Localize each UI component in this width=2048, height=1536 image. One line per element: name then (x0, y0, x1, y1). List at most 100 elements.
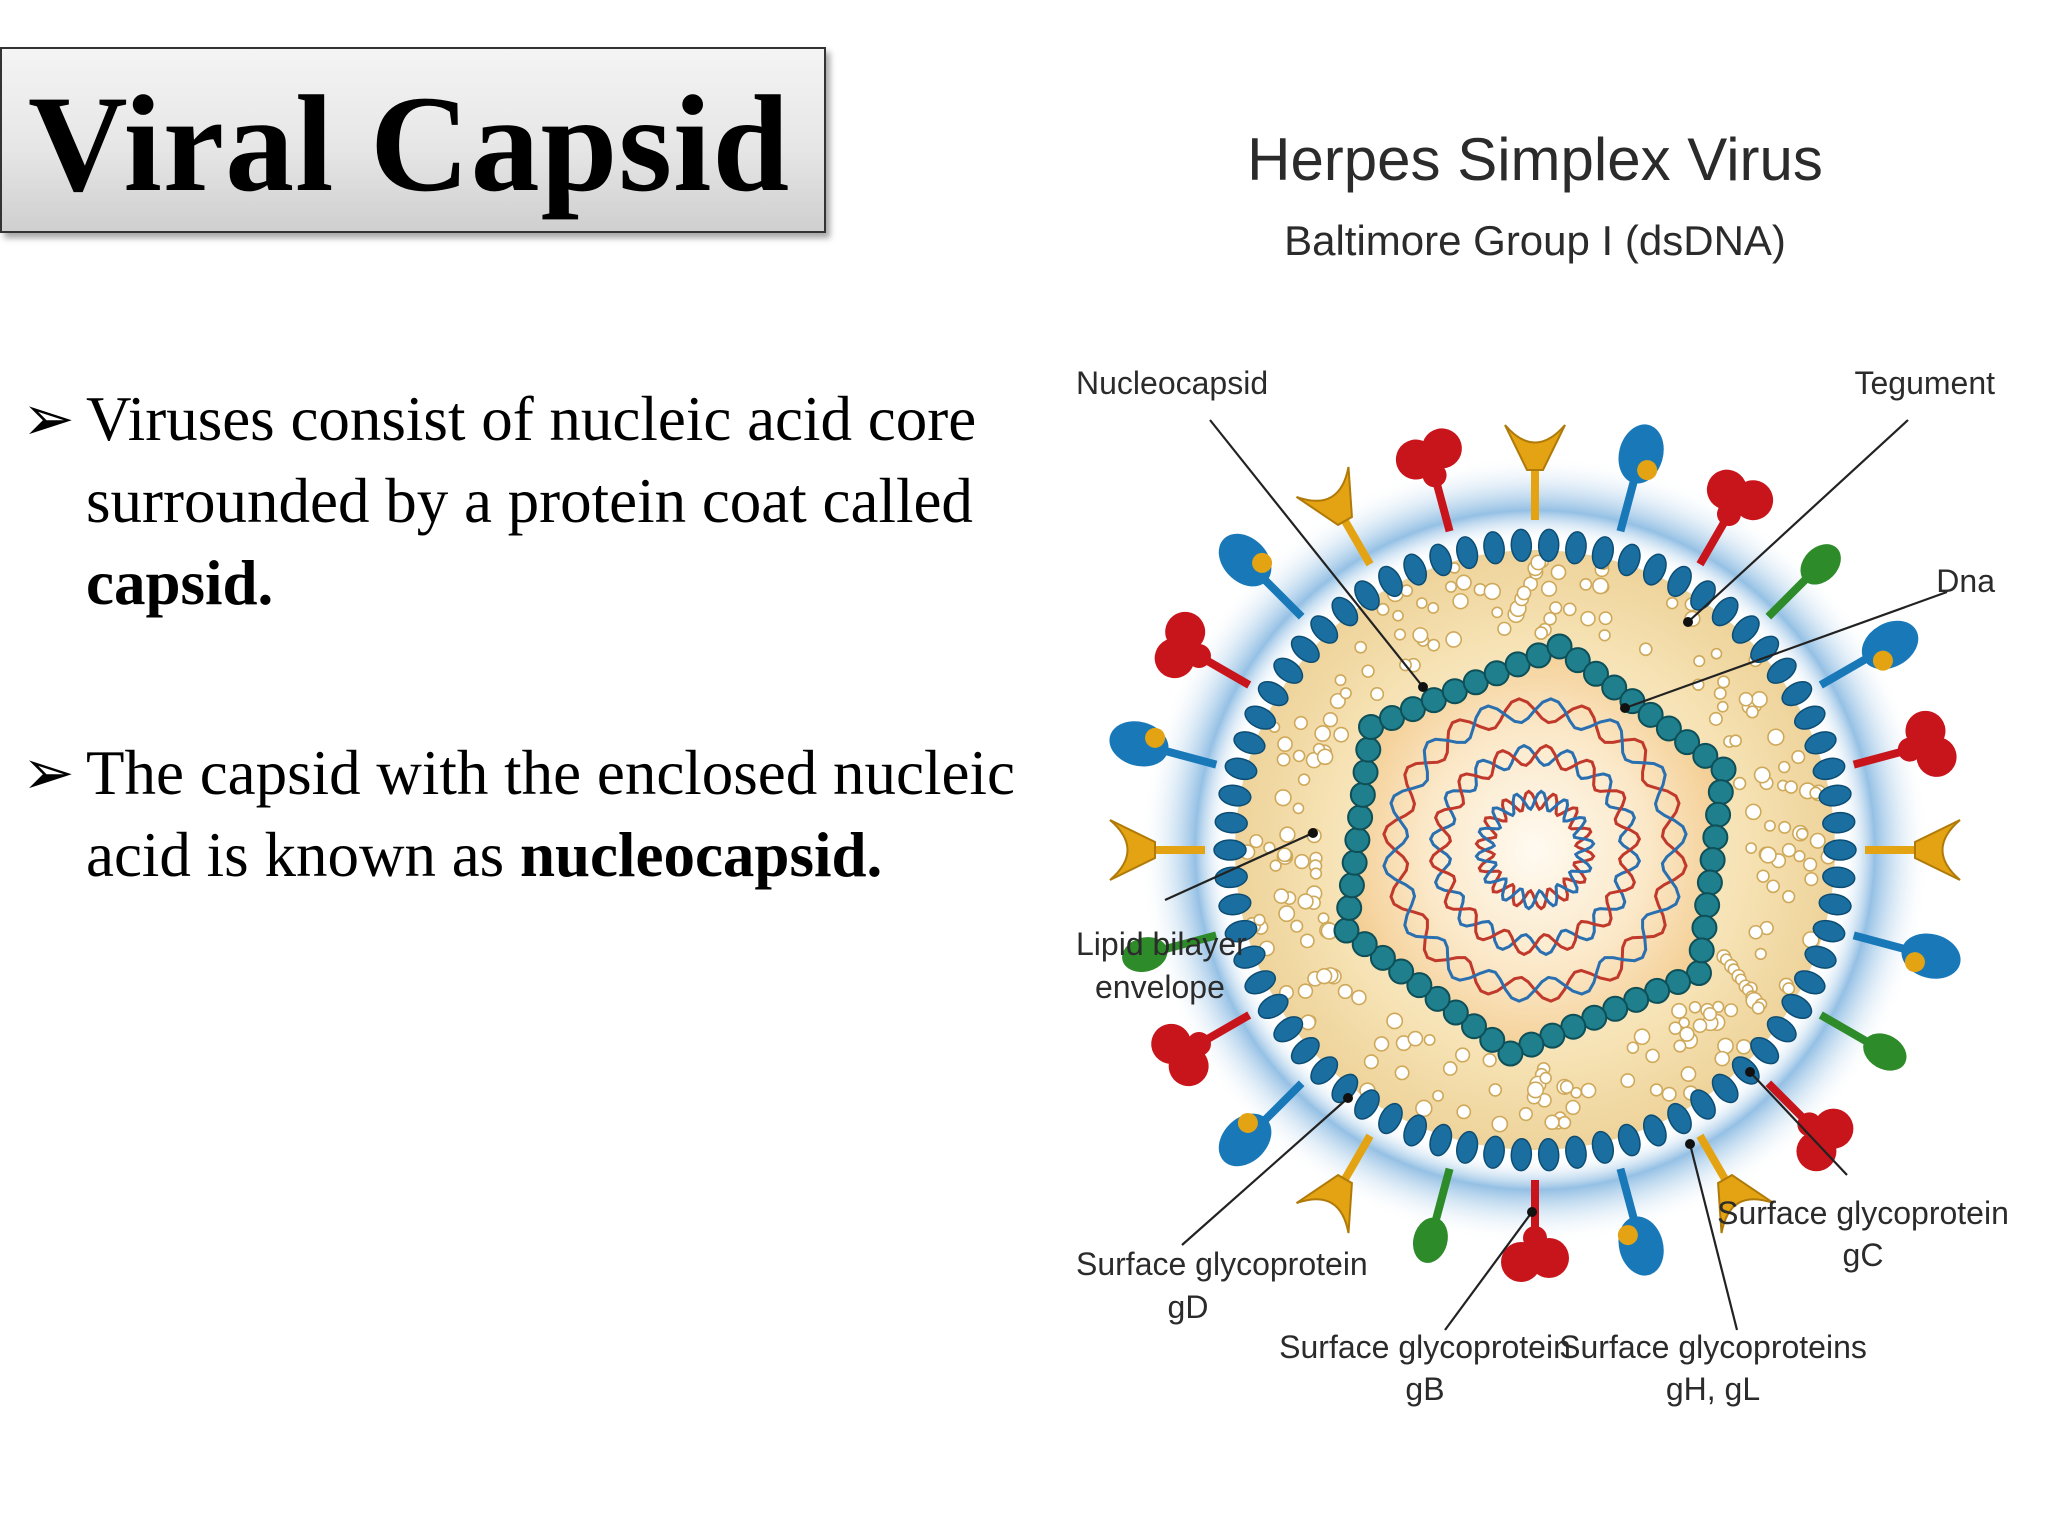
spike-head (1151, 1023, 1192, 1064)
spike-head (1165, 611, 1206, 652)
lipid-bead (1233, 731, 1266, 755)
tegument-particle (1363, 1054, 1379, 1070)
lipid-bead (1667, 1102, 1692, 1135)
tegument-particle (1497, 621, 1512, 637)
lipid-bead (1483, 1135, 1505, 1169)
tegument-particle (1279, 826, 1296, 843)
tegument-particle (1767, 728, 1785, 746)
lipid-bead (1812, 919, 1846, 943)
capsomere (1479, 1026, 1506, 1053)
capsomere (1601, 674, 1628, 701)
tegument-particle (1354, 640, 1368, 654)
tegument-particle (1544, 1114, 1560, 1130)
tegument-particle (1273, 888, 1290, 904)
capsid-core (1346, 646, 1724, 1054)
lipid-bead (1214, 811, 1248, 834)
tegument-particle (1351, 989, 1367, 1006)
lipid-bead (1804, 945, 1837, 969)
lipid-bead (1537, 1137, 1560, 1172)
spike-stalk (1162, 746, 1218, 769)
tegument-particle (1680, 1066, 1697, 1082)
tegument-particle (1795, 827, 1809, 841)
spike-stalk (1162, 931, 1218, 954)
glycoprotein-spike (1109, 819, 1205, 881)
bullet-bold-term: nucleocapsid. (519, 820, 883, 890)
tegument-particle (1791, 750, 1806, 765)
tegument-particle (1277, 847, 1293, 863)
tegument-particle (1784, 780, 1798, 794)
tegument-particle (1314, 725, 1332, 742)
capsomere (1352, 759, 1379, 786)
spike-head (1904, 952, 1925, 973)
capsomere (1461, 1013, 1488, 1040)
spike-stalk (1199, 1011, 1252, 1046)
tegument-particle (1713, 686, 1727, 700)
tegument-particle (1432, 1089, 1445, 1102)
tegument-particle (1299, 933, 1315, 949)
glycoprotein-spike (1151, 1011, 1252, 1087)
tegument-particle (1539, 1071, 1552, 1085)
spike-head (1295, 1173, 1353, 1234)
lipid-bead (1378, 1102, 1403, 1135)
bullet-bold-term: capsid. (86, 548, 274, 618)
capsomere (1336, 894, 1363, 921)
tegument-particle (1253, 913, 1266, 927)
tegument-particle (1633, 1028, 1651, 1046)
dna-strand (1474, 789, 1596, 911)
leader-dot (1308, 828, 1318, 838)
lipid-bead (1781, 680, 1813, 707)
lipid-bead (1690, 1089, 1716, 1120)
tegument-particle (1491, 606, 1504, 619)
title-box: Viral Capsid (0, 47, 826, 233)
spike-head (1218, 1113, 1272, 1167)
label-gd-line2: gD (1168, 1289, 1209, 1325)
spike-head (1796, 1131, 1837, 1172)
capsomere (1424, 985, 1451, 1012)
capsomere (1582, 660, 1609, 687)
capsomere (1674, 729, 1701, 756)
spike-stalk (1765, 574, 1811, 620)
spike-head (1617, 1225, 1638, 1246)
spike-stalk (1818, 1011, 1871, 1046)
tegument-particle (1540, 580, 1558, 597)
tegument-particle (1415, 597, 1428, 609)
tegument-particle (1309, 867, 1323, 880)
lipid-bead (1456, 536, 1479, 570)
dna-strand (1382, 697, 1688, 1003)
tegument-particle (1534, 626, 1548, 640)
capsomere (1696, 869, 1723, 896)
spike-head (1637, 460, 1658, 481)
bullet-line: The capsid with the enclosed nucleic (86, 732, 1015, 814)
lipid-bead (1804, 731, 1837, 755)
tegument-particle (1626, 1041, 1640, 1055)
spike-stalk (1852, 931, 1908, 954)
tegument-particle (1766, 879, 1781, 894)
leader-dot (1527, 1207, 1537, 1217)
tegument-particle (1756, 869, 1770, 883)
glycoprotein-spike (1696, 1133, 1775, 1234)
spike-head (1422, 463, 1447, 488)
lipid-bead (1731, 615, 1760, 644)
tegument-particle (1562, 602, 1577, 617)
capsomere (1344, 827, 1371, 854)
lipid-bead (1510, 528, 1533, 563)
spike-stalk (1616, 477, 1639, 533)
leader-dna (1624, 590, 1948, 710)
lipid-bead (1617, 1123, 1641, 1157)
tegument-particles (1239, 553, 1836, 1133)
tegument-particle (1716, 700, 1729, 713)
tegument-particle (1293, 715, 1308, 731)
glycoprotein-spike (1616, 1167, 1664, 1276)
spike-head (1717, 501, 1741, 526)
tegument-particle (1751, 691, 1768, 708)
lipid-bead (1224, 919, 1258, 943)
lipid-bead (1750, 1036, 1780, 1065)
tegument-particle (1598, 629, 1611, 642)
label-gc-line1: Surface glycoprotein (1717, 1195, 2009, 1231)
lipid-bead (1793, 970, 1826, 995)
tegument-particle (1809, 832, 1826, 849)
lipid-bead (1429, 543, 1453, 577)
tegument-particle (1702, 1006, 1718, 1022)
spike-head (1145, 727, 1166, 748)
tegument-particle (1782, 982, 1796, 996)
